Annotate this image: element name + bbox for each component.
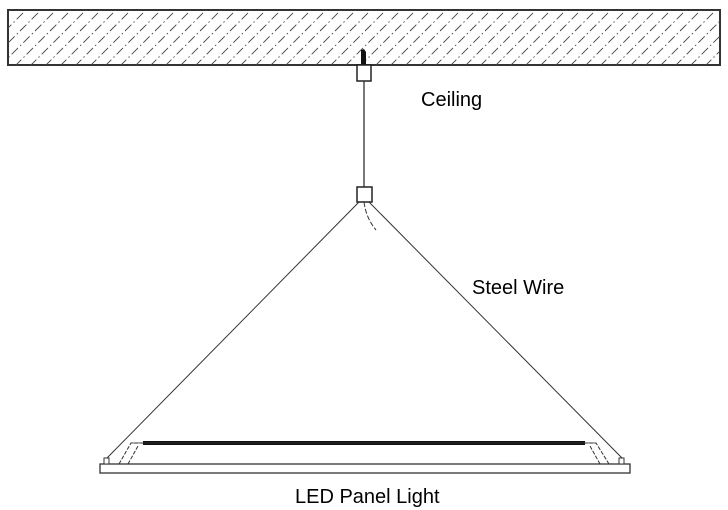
- hatch-line: [555, 10, 612, 65]
- hatch-line: [600, 10, 657, 65]
- hatch-line: [645, 10, 702, 65]
- hatch-line: [180, 10, 237, 65]
- steel-wire-label: Steel Wire: [472, 277, 565, 299]
- hatch-line: [405, 10, 462, 65]
- hatch-line: [570, 10, 627, 65]
- led-panel-label: LED Panel Light: [295, 486, 440, 508]
- hatch-line: [360, 10, 417, 65]
- led-panel: [99, 441, 631, 474]
- hatch-line: [720, 10, 728, 66]
- hatch-line: [510, 10, 567, 65]
- hatch-line: [75, 10, 132, 65]
- hatch-line: [30, 10, 87, 65]
- hatch-line: [225, 10, 282, 65]
- hatch-line: [675, 20, 720, 65]
- wire-gripper: [356, 186, 373, 203]
- hatch-line: [15, 10, 72, 65]
- hatch-line: [315, 10, 372, 65]
- hatch-line: [345, 10, 402, 65]
- hatch-line: [450, 10, 507, 65]
- hatch-line: [45, 10, 102, 65]
- hatch-line: [390, 10, 447, 65]
- hatch-line: [420, 10, 477, 65]
- hatch-line: [240, 10, 297, 65]
- hatch-line: [285, 10, 342, 65]
- hatch-line: [480, 10, 537, 65]
- hatch-line: [330, 10, 387, 65]
- hatch-line: [630, 10, 687, 65]
- hatch-line: [8, 10, 57, 59]
- steel-wire-right: [368, 201, 623, 459]
- hatch-line: [210, 10, 267, 65]
- hatch-line: [690, 35, 720, 65]
- hatch-line: [255, 10, 312, 65]
- hatch-line: [660, 10, 717, 65]
- ceiling-label: Ceiling: [421, 89, 483, 111]
- hatch-line: [540, 10, 597, 65]
- hatch-line: [165, 10, 222, 65]
- hatch-line: [435, 10, 492, 65]
- hatch-line: [495, 10, 552, 65]
- anchor-bolt: [361, 49, 366, 65]
- hatch-line: [465, 10, 522, 65]
- hatch-line: [8, 10, 42, 44]
- hatch-line: [120, 10, 177, 65]
- hatch-line: [615, 10, 672, 65]
- hatch-line: [270, 10, 327, 65]
- hatch-line: [195, 10, 252, 65]
- hatch-line: [525, 10, 582, 65]
- hatch-line: [90, 10, 147, 65]
- ceiling-connector: [356, 64, 372, 82]
- hatch-line: [150, 10, 207, 65]
- hatch-line: [585, 10, 642, 65]
- hatch-line: [705, 50, 720, 65]
- hatch-line: [105, 10, 162, 65]
- steel-wire-left: [106, 201, 360, 459]
- hatch-line: [60, 10, 117, 65]
- hatch-line: [135, 10, 192, 65]
- wire-tail: [363, 201, 377, 231]
- hatch-line: [375, 10, 432, 65]
- hatch-line: [300, 10, 357, 65]
